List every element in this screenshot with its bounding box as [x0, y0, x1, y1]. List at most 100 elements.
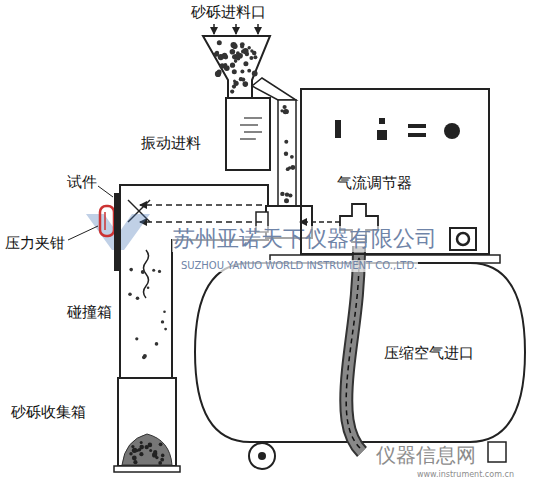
gravel-dot: [250, 49, 253, 52]
gravel-dot: [147, 287, 150, 290]
gravel-dot: [240, 70, 244, 74]
gravel-dot: [249, 56, 253, 60]
gravel-dot: [243, 81, 249, 87]
part-label: 砂砾收集箱: [10, 403, 87, 421]
collection-base: [114, 466, 180, 472]
gravel-pile: [122, 434, 172, 465]
label-holder: SUZHOU YANUO WORLD INSTRUMENT CO.,LTD.: [180, 254, 418, 273]
watermark: 仪器信息网: [375, 443, 477, 467]
part-label: 振动进料: [140, 134, 202, 152]
gravel-dot: [222, 53, 227, 58]
air-hose: [346, 246, 362, 452]
part-label: 压力夹钳: [4, 234, 66, 252]
label-holder: 仪器信息网: [375, 443, 477, 467]
label-holder: 压力夹钳: [4, 233, 66, 252]
leader-line: [98, 186, 113, 197]
part-label: 试件: [66, 173, 98, 191]
gravel-dot: [242, 48, 248, 54]
gravel-dot: [214, 52, 219, 57]
gravel-dot: [149, 449, 152, 452]
label-holder: 砂砾收集箱: [10, 402, 87, 421]
gravel-dot: [152, 269, 155, 272]
gravel-dot: [128, 293, 132, 297]
gravel-dot: [158, 270, 161, 273]
gravel-dot: [217, 40, 222, 45]
gravel-dot: [135, 337, 138, 340]
gravel-dot: [230, 63, 235, 68]
gravel-dot: [161, 320, 164, 323]
feed-tube: [278, 100, 296, 208]
gravel-dot: [253, 55, 257, 59]
air-flow-arrow: [346, 258, 360, 448]
gravel-dot: [215, 71, 221, 77]
pressure-clamp: [100, 206, 114, 236]
flow-arrow: [140, 221, 262, 222]
gravel-dot: [155, 456, 158, 459]
vibration-marks: [240, 118, 262, 139]
gravel-dot: [132, 456, 137, 461]
flow-arrow: [140, 204, 262, 205]
gravel-dot: [129, 452, 132, 455]
gravel-dot: [233, 80, 236, 83]
watermark: www.instrument.com.cn: [416, 470, 515, 480]
gravel-dot: [280, 109, 283, 112]
gravel-dot: [140, 441, 143, 444]
gravel-dot: [290, 155, 294, 159]
gravel-dot: [129, 268, 133, 272]
gravel-dot: [133, 460, 137, 464]
gravel-dot: [220, 63, 225, 68]
wheel-hub: [258, 452, 266, 460]
gravel-dot: [252, 71, 258, 77]
collection-box: [118, 378, 176, 466]
label-holder: 苏州亚诺天下仪器有限公司: [172, 226, 438, 252]
gravel-dot: [283, 105, 287, 109]
part-label: 压缩空气进口: [383, 344, 475, 362]
gravel-dot: [241, 78, 245, 82]
gravel-dot: [148, 443, 153, 448]
gravel-dot: [284, 140, 288, 144]
gravel-dot: [284, 152, 288, 156]
label-holder: 砂砾进料口: [190, 2, 267, 21]
label-holder: 碰撞箱: [66, 302, 113, 321]
gravel-dot: [139, 452, 143, 456]
gravel-dot: [231, 42, 237, 48]
part-label: 碰撞箱: [66, 303, 113, 321]
gravel-dot: [288, 193, 292, 197]
gravel-dot: [284, 109, 289, 114]
gravel-dot: [138, 448, 142, 452]
label-holder: 试件: [66, 172, 98, 191]
gravel-dot: [243, 61, 248, 66]
feed-arrow: [257, 24, 259, 34]
leader-line: [68, 226, 98, 240]
gravel-dot: [217, 72, 221, 76]
wheel: [249, 443, 275, 469]
inlet-label: 砂砾进料口: [190, 3, 267, 21]
label-holder: www.instrument.com.cn: [416, 462, 515, 481]
gravel-dot: [155, 342, 159, 346]
gravel-dot: [248, 46, 251, 49]
gravel-dot: [164, 328, 167, 331]
gravel-dot: [234, 59, 238, 63]
box-text: 气流调节器: [337, 174, 412, 192]
gravel-dot: [132, 448, 137, 453]
gravel-dot: [153, 452, 157, 456]
watermark: SUZHOU YANUO WORLD INSTRUMENT CO.,LTD.: [180, 260, 418, 272]
gravel-dot: [160, 458, 164, 462]
label-holder: 压缩空气进口: [383, 343, 475, 362]
gravel-dot: [232, 69, 237, 74]
gravel-dot: [136, 296, 140, 300]
gravel-dot: [240, 45, 244, 49]
watermark: 苏州亚诺天下仪器有限公司: [172, 226, 438, 252]
gravel-dot: [163, 310, 166, 313]
label-holder: 振动进料: [140, 133, 202, 152]
gravel-dot: [141, 270, 145, 274]
gravel-dot: [284, 198, 289, 203]
gravel-dot: [131, 445, 134, 448]
regulator-box: 气流调节器: [300, 88, 490, 255]
gravel-dot: [232, 85, 236, 89]
gravel-dot: [132, 448, 137, 453]
clamp-detail: [104, 212, 106, 230]
gravel-dot: [230, 49, 236, 55]
specimen-plate: [114, 193, 121, 271]
gravel-dot: [232, 44, 238, 50]
